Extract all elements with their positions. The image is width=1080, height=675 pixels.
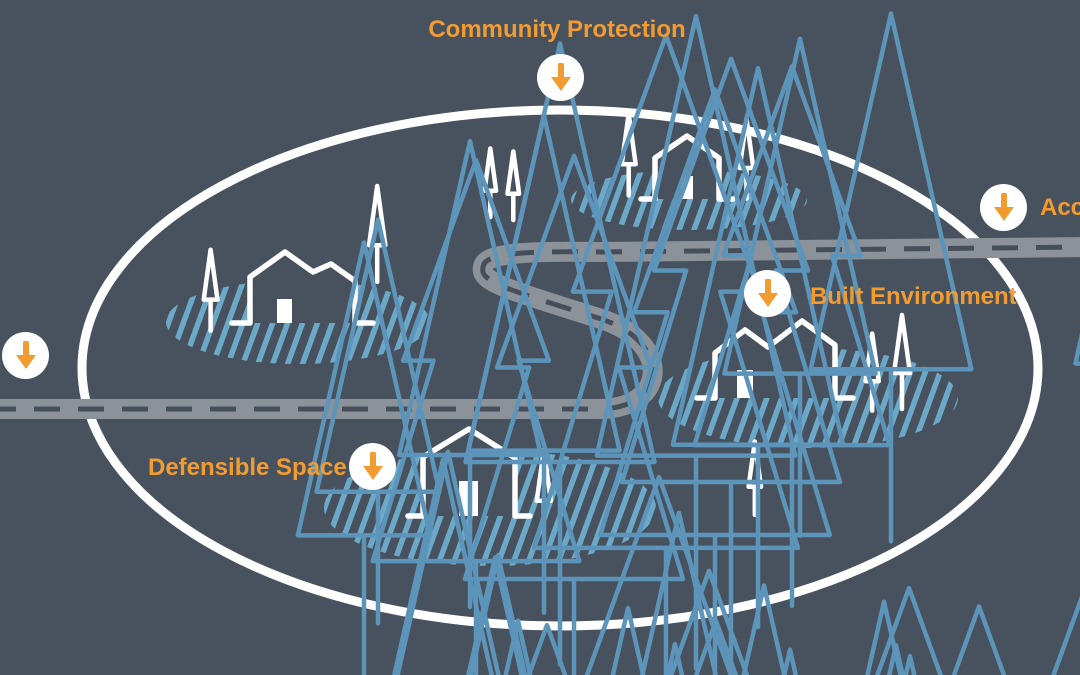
community-protection-badge <box>537 54 584 101</box>
built-environment-badge <box>744 270 791 317</box>
pine-tree-icon <box>741 648 839 675</box>
defensible-space-badge <box>349 443 396 490</box>
tree-icon <box>505 149 521 222</box>
down-arrow-icon <box>757 278 778 307</box>
down-arrow-icon <box>993 192 1014 221</box>
defensible-space-label: Defensible Space <box>148 454 347 481</box>
forest-tree-icons <box>296 11 1080 675</box>
community-protection-label: Community Protection <box>428 16 686 43</box>
access-label: Access <box>1040 194 1080 221</box>
down-arrow-icon <box>550 62 571 91</box>
built-environment-label: Built Environment <box>810 283 1017 310</box>
down-arrow-icon <box>362 451 383 480</box>
left-edge-badge <box>2 332 49 379</box>
access-badge <box>980 184 1027 231</box>
pine-tree-icon <box>1073 26 1080 528</box>
down-arrow-icon <box>15 340 36 369</box>
pine-tree-icon <box>1039 589 1080 675</box>
house-icon <box>229 249 376 326</box>
